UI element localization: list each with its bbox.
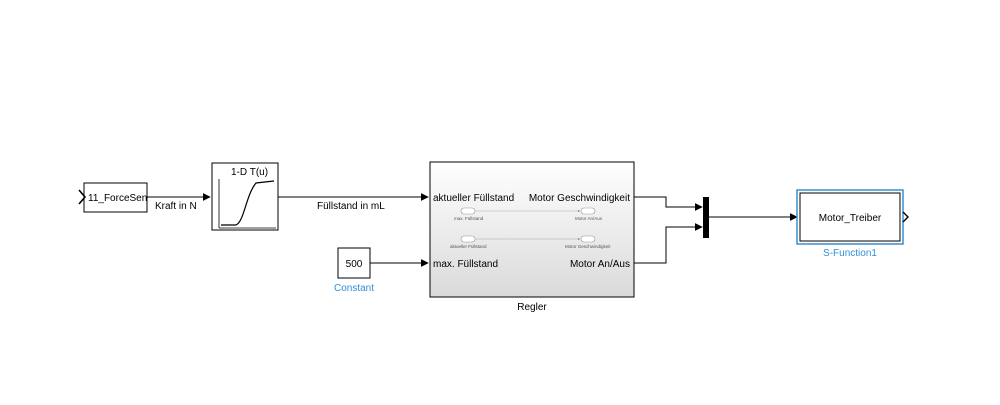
s-function-label: Motor_Treiber: [819, 213, 882, 224]
regler-subsystem-block[interactable]: aktueller Füllstand max. Füllstand Motor…: [429, 161, 635, 313]
inner-inport-2: [460, 235, 476, 243]
input-port-icon: [78, 189, 87, 205]
regler-port-in2: max. Füllstand: [433, 259, 498, 270]
regler-port-out2: Motor An/Aus: [570, 259, 630, 270]
lookup-table-block[interactable]: 1-D T(u): [211, 162, 279, 231]
s-function-name[interactable]: S-Function1: [823, 248, 877, 259]
inner-inport-1: [460, 207, 476, 215]
lookup-curve-icon: [221, 180, 275, 226]
inner-label-in2: aktueller Füllstand: [450, 244, 487, 249]
inner-label-in1: max. Füllstand: [454, 216, 484, 221]
inner-label-out2: Motor Geschwindigkeit: [565, 244, 611, 249]
constant-block[interactable]: 500 Constant: [334, 247, 374, 294]
s-function-block[interactable]: Motor_Treiber S-Function1: [796, 189, 909, 259]
signal-motor-geschwindigkeit[interactable]: [634, 196, 703, 211]
selection-outline: [796, 189, 904, 245]
force-sensor-block[interactable]: 11_ForceSen: [78, 182, 148, 213]
regler-port-out1: Motor Geschwindigkeit: [529, 193, 630, 204]
regler-port-in1: aktueller Füllstand: [433, 193, 514, 204]
constant-value: 500: [346, 259, 363, 270]
signal-label-fuellstand: Füllstand in mL: [317, 201, 385, 212]
signal-label-kraft: Kraft in N: [155, 201, 197, 212]
inner-outport-2: [580, 235, 596, 243]
inner-outport-1: [580, 207, 596, 215]
lookup-table-label: 1-D T(u): [231, 167, 268, 178]
mux-block[interactable]: [703, 197, 709, 238]
regler-name[interactable]: Regler: [517, 302, 547, 313]
signal-motor-an-aus[interactable]: [634, 223, 703, 264]
inner-label-out1: Motor An/Aus: [575, 216, 603, 221]
force-sensor-label: 11_ForceSen: [88, 193, 147, 204]
output-port-icon: [902, 211, 909, 223]
constant-name[interactable]: Constant: [334, 283, 374, 294]
